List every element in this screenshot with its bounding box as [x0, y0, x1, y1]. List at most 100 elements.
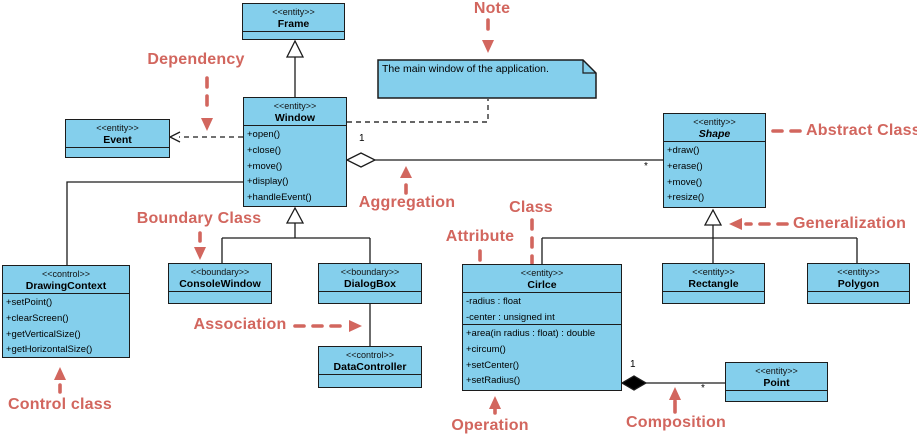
annotation-association: Association [193, 316, 287, 333]
stereotype: <<boundary>> [190, 267, 250, 277]
operation: +open() [247, 129, 281, 140]
note-text: The main window of the application. [382, 63, 549, 75]
annotation-composition: Composition [626, 414, 726, 431]
operation: +display() [247, 176, 289, 188]
class-header: <<boundary>> DialogBox [319, 264, 421, 291]
class-shape[interactable]: <<entity>> Shape +draw() +erase() +move(… [663, 113, 766, 208]
operation: +move() [667, 176, 703, 188]
empty-compartment [808, 291, 909, 303]
annotation-dependency: Dependency [147, 51, 245, 68]
class-rectangle[interactable]: <<entity>> Rectangle [662, 263, 765, 304]
class-name: Cirlce [527, 279, 557, 291]
annotation-boundary-class: Boundary Class [136, 210, 262, 227]
operation: +draw() [667, 145, 700, 156]
class-name: Polygon [837, 278, 880, 290]
class-name: Frame [277, 18, 310, 30]
stereotype: <<entity>> [96, 123, 139, 133]
operation: +setCenter() [466, 359, 520, 371]
annotation-class: Class [509, 199, 553, 216]
empty-compartment [726, 390, 827, 401]
class-drawingcontext[interactable]: <<control>> DrawingContext +setPoint() +… [2, 265, 130, 358]
class-header: <<entity>> Polygon [808, 264, 909, 291]
annotation-control-class: Control class [8, 396, 112, 413]
stereotype: <<entity>> [755, 366, 798, 376]
class-header: <<entity>> Cirlce [463, 265, 621, 292]
class-name: DrawingContext [25, 280, 107, 292]
class-name: Shape [698, 128, 731, 140]
class-header: <<entity>> Event [66, 120, 169, 147]
operation: +erase() [667, 160, 703, 172]
empty-compartment [319, 374, 421, 387]
annotation-aggregation: Aggregation [358, 194, 456, 211]
empty-compartment [66, 147, 169, 157]
class-name: Rectangle [688, 278, 739, 290]
multiplicity-composition-one: 1 [630, 359, 636, 370]
aggregation-window-shape [345, 152, 663, 168]
generalization-window-frame [285, 39, 305, 97]
stereotype: <<entity>> [837, 267, 880, 277]
dependency-window-event [168, 131, 243, 143]
class-window[interactable]: <<entity>> Window +open() +close() +move… [243, 97, 347, 207]
operation: +getVerticalSize() [6, 328, 81, 340]
empty-compartment [169, 291, 271, 303]
operation: +circum() [466, 343, 506, 355]
empty-compartment [663, 291, 764, 303]
class-name: Event [103, 134, 132, 146]
multiplicity-aggregation-one: 1 [359, 133, 365, 144]
operation: +getHorizontalSize() [6, 344, 93, 356]
class-header: <<entity>> Window [244, 98, 346, 125]
stereotype: <<entity>> [693, 117, 736, 127]
stereotype: <<entity>> [272, 7, 315, 17]
operations-compartment: +draw() +erase() +move() +resize() [664, 141, 765, 207]
class-frame[interactable]: <<entity>> Frame [242, 3, 345, 40]
operation: +setPoint() [6, 297, 53, 308]
stereotype: <<boundary>> [340, 267, 400, 277]
multiplicity-composition-many: * [701, 383, 705, 394]
annotation-generalization: Generalization [793, 215, 907, 232]
note-anchor-line [347, 99, 489, 123]
stereotype: <<entity>> [273, 101, 317, 111]
class-name: DataController [333, 361, 407, 373]
operations-compartment: +setPoint() +clearScreen() +getVerticalS… [3, 293, 129, 358]
operation: +move() [247, 160, 283, 172]
class-name: DialogBox [344, 278, 396, 290]
operation: +handleEvent() [247, 192, 312, 204]
stereotype: <<control>> [345, 350, 395, 360]
operation: +close() [247, 144, 282, 156]
composition-circle-point [620, 375, 725, 391]
operation: +clearScreen() [6, 312, 69, 324]
class-header: <<entity>> Rectangle [663, 264, 764, 291]
stereotype: <<entity>> [520, 268, 564, 278]
class-name: Window [274, 112, 316, 124]
operation: +resize() [667, 192, 705, 204]
class-polygon[interactable]: <<entity>> Polygon [807, 263, 910, 304]
class-name: ConsoleWindow [179, 278, 261, 290]
multiplicity-aggregation-many: * [644, 161, 648, 172]
stereotype: <<entity>> [692, 267, 735, 277]
empty-compartment [319, 291, 421, 303]
empty-compartment [243, 31, 344, 39]
class-name: Point [763, 377, 790, 389]
class-dialogbox[interactable]: <<boundary>> DialogBox [318, 263, 422, 304]
stereotype: <<control>> [41, 269, 91, 279]
class-header: <<control>> DrawingContext [3, 266, 129, 293]
annotation-attribute: Attribute [445, 228, 515, 245]
class-header: <<boundary>> ConsoleWindow [169, 264, 271, 291]
annotation-note: Note [473, 0, 511, 17]
class-event[interactable]: <<entity>> Event [65, 119, 170, 158]
class-header: <<entity>> Frame [243, 4, 344, 31]
operation: +area(in radius : float) : double [466, 328, 596, 339]
operation: +setRadius() [466, 375, 521, 387]
class-consolewindow[interactable]: <<boundary>> ConsoleWindow [168, 263, 272, 304]
class-point[interactable]: <<entity>> Point [725, 362, 828, 402]
annotation-abstract-class: Abstract Class [806, 122, 917, 139]
annotation-operation: Operation [451, 417, 529, 434]
operations-compartment: +open() +close() +move() +display() +han… [244, 125, 346, 206]
operations-compartment: +area(in radius : float) : double +circu… [463, 324, 621, 390]
class-datacontroller[interactable]: <<control>> DataController [318, 346, 422, 388]
class-header: <<entity>> Shape [664, 114, 765, 141]
attributes-compartment: -radius : float -center : unsigned int [463, 292, 621, 324]
attribute: -center : unsigned int [466, 311, 555, 323]
class-circle[interactable]: <<entity>> Cirlce -radius : float -cente… [462, 264, 622, 391]
